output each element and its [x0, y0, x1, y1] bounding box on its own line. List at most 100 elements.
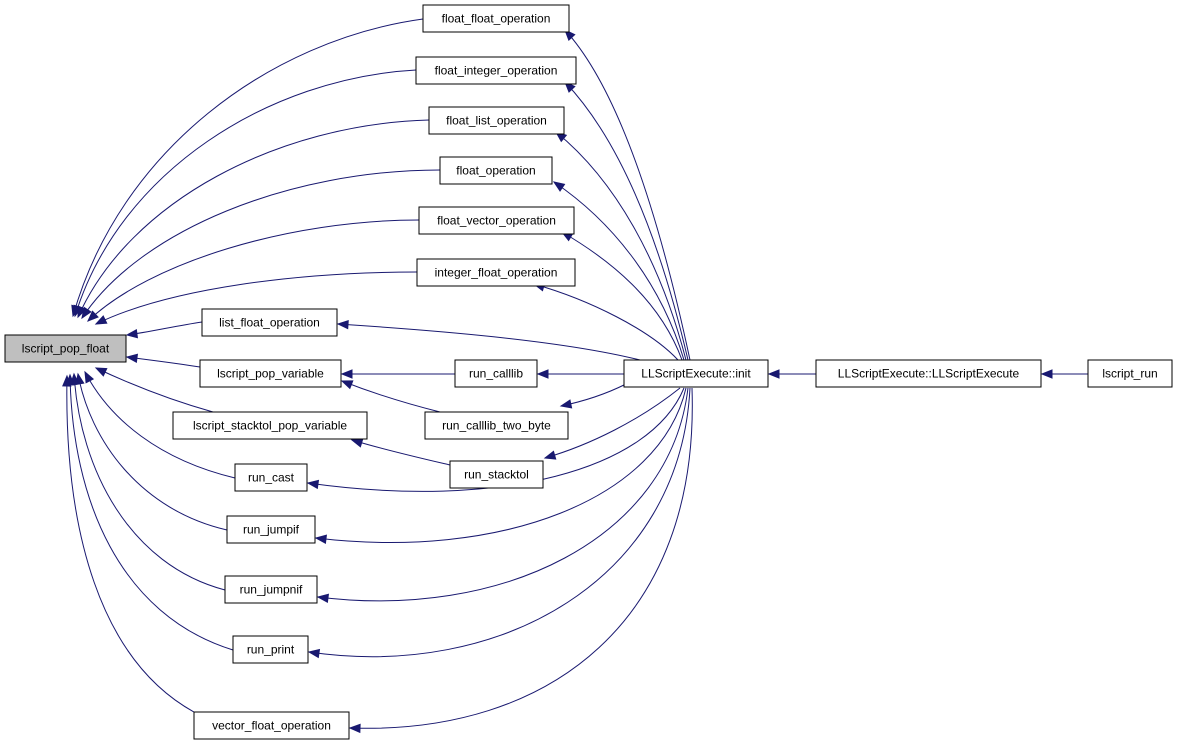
node-lscript-stacktol-pop-variable[interactable]: lscript_stacktol_pop_variable — [172, 411, 368, 440]
edge-line — [69, 374, 234, 651]
edge-arrowhead — [543, 450, 557, 460]
edge-lscript_pop_variable-to-lscript_pop_float — [125, 353, 201, 368]
edge-arrowhead — [87, 310, 99, 322]
edge-line — [351, 439, 451, 466]
node-label: lscript_pop_float — [22, 342, 110, 356]
node-label: lscript_run — [1102, 367, 1157, 381]
edge-run_stacktol-to-lscript_stacktol_pop_variable — [350, 438, 451, 466]
node-label: lscript_stacktol_pop_variable — [193, 419, 347, 433]
edge-run_calllib_two_byte-to-lscript_pop_variable — [340, 380, 441, 413]
edge-float_integer_operation-to-lscript_pop_float — [73, 69, 417, 318]
edge-line — [77, 373, 228, 531]
call-graph-edges — [62, 18, 1088, 734]
node-box — [199, 359, 342, 388]
node-run-calllib-two-byte[interactable]: run_calllib_two_byte — [424, 411, 569, 440]
node-box — [226, 515, 316, 544]
edge-run_jumpif-to-lscript_pop_float — [75, 372, 228, 531]
node-float-float-operation[interactable]: float_float_operation — [422, 4, 570, 33]
node-box — [193, 711, 350, 740]
node-box — [422, 4, 570, 33]
node-box — [1087, 359, 1173, 388]
edge-arrowhead — [767, 369, 780, 379]
node-label: list_float_operation — [219, 316, 320, 330]
node-box — [172, 411, 368, 440]
node-float-integer-operation[interactable]: float_integer_operation — [415, 56, 577, 85]
node-run-jumpif[interactable]: run_jumpif — [226, 515, 316, 544]
node-label: run_jumpnif — [240, 583, 303, 597]
edge-init-to-run_calllib_two_byte — [559, 383, 627, 409]
node-ctor[interactable]: LLScriptExecute::LLScriptExecute — [815, 359, 1042, 388]
edge-init-to-vector_float_operation — [348, 387, 693, 734]
edge-arrowhead — [62, 374, 72, 387]
edge-arrowhead — [348, 723, 361, 734]
node-list-float-operation[interactable]: list_float_operation — [201, 308, 338, 337]
node-lscript-pop-variable[interactable]: lscript_pop_variable — [199, 359, 342, 388]
edge-init-to-run_stacktol — [543, 387, 681, 460]
edge-line — [553, 181, 685, 361]
edge-line — [77, 119, 430, 318]
edge-arrowhead — [81, 306, 92, 320]
node-box — [4, 334, 127, 363]
edge-arrowhead — [1040, 369, 1053, 379]
edge-line — [555, 131, 687, 361]
edge-arrowhead — [94, 315, 108, 325]
edge-arrowhead — [559, 399, 573, 409]
edge-arrowhead — [340, 369, 353, 379]
edge-vector_float_operation-to-lscript_pop_float — [62, 374, 195, 713]
edge-line — [341, 380, 441, 413]
node-run-stacktol[interactable]: run_stacktol — [449, 460, 544, 489]
edge-arrowhead — [306, 479, 320, 490]
edge-line — [349, 387, 693, 729]
node-label: float_operation — [456, 164, 535, 178]
node-box — [449, 460, 544, 489]
edge-line — [564, 29, 691, 361]
edge-arrowhead — [84, 370, 95, 384]
edge-arrowhead — [125, 353, 139, 364]
edge-arrowhead — [564, 29, 576, 41]
edge-ctor-to-init — [767, 369, 816, 379]
edge-arrowhead — [340, 380, 354, 390]
edge-lscript_run-to-ctor — [1040, 369, 1088, 379]
node-label: run_jumpif — [243, 523, 300, 537]
edge-line — [561, 231, 683, 361]
node-label: run_stacktol — [464, 468, 529, 482]
node-vector-float-operation[interactable]: vector_float_operation — [193, 711, 350, 740]
edge-arrowhead — [125, 328, 139, 339]
edge-init-to-float_float_operation — [564, 29, 691, 361]
edge-line — [564, 81, 689, 361]
edge-line — [95, 367, 214, 413]
edge-line — [73, 373, 226, 591]
edge-float_list_operation-to-lscript_pop_float — [77, 119, 430, 319]
node-run-calllib[interactable]: run_calllib — [454, 359, 538, 388]
node-run-cast[interactable]: run_cast — [234, 463, 308, 492]
edge-line — [126, 356, 201, 368]
node-float-vector-operation[interactable]: float_vector_operation — [418, 206, 575, 235]
edge-line — [308, 387, 691, 658]
edge-run_cast-to-lscript_pop_float — [84, 370, 236, 479]
edge-init-to-list_float_operation — [336, 319, 641, 361]
edge-line — [72, 18, 424, 317]
edge-line — [315, 387, 687, 544]
node-integer-float-operation[interactable]: integer_float_operation — [416, 258, 576, 287]
node-float-operation[interactable]: float_operation — [439, 156, 553, 185]
node-run-print[interactable]: run_print — [232, 635, 309, 664]
node-label: float_integer_operation — [435, 64, 558, 78]
node-run-jumpnif[interactable]: run_jumpnif — [224, 575, 318, 604]
edge-init-to-run_print — [307, 387, 691, 659]
node-box — [234, 463, 308, 492]
node-box — [224, 575, 318, 604]
edge-line — [337, 323, 641, 361]
node-box — [815, 359, 1042, 388]
edge-line — [87, 219, 420, 322]
node-box — [428, 106, 565, 135]
node-box — [415, 56, 577, 85]
node-lscript-run[interactable]: lscript_run — [1087, 359, 1173, 388]
edge-float_operation-to-lscript_pop_float — [81, 169, 441, 320]
edge-init-to-float_operation — [552, 181, 685, 361]
edge-run_calllib-to-lscript_pop_variable — [340, 369, 455, 379]
node-label: float_float_operation — [442, 12, 551, 26]
node-float-list-operation[interactable]: float_list_operation — [428, 106, 565, 135]
node-init[interactable]: LLScriptExecute::init — [623, 359, 769, 388]
node-box — [439, 156, 553, 185]
edge-lscript_stacktol_pop_variable-to-lscript_pop_float — [94, 367, 214, 413]
